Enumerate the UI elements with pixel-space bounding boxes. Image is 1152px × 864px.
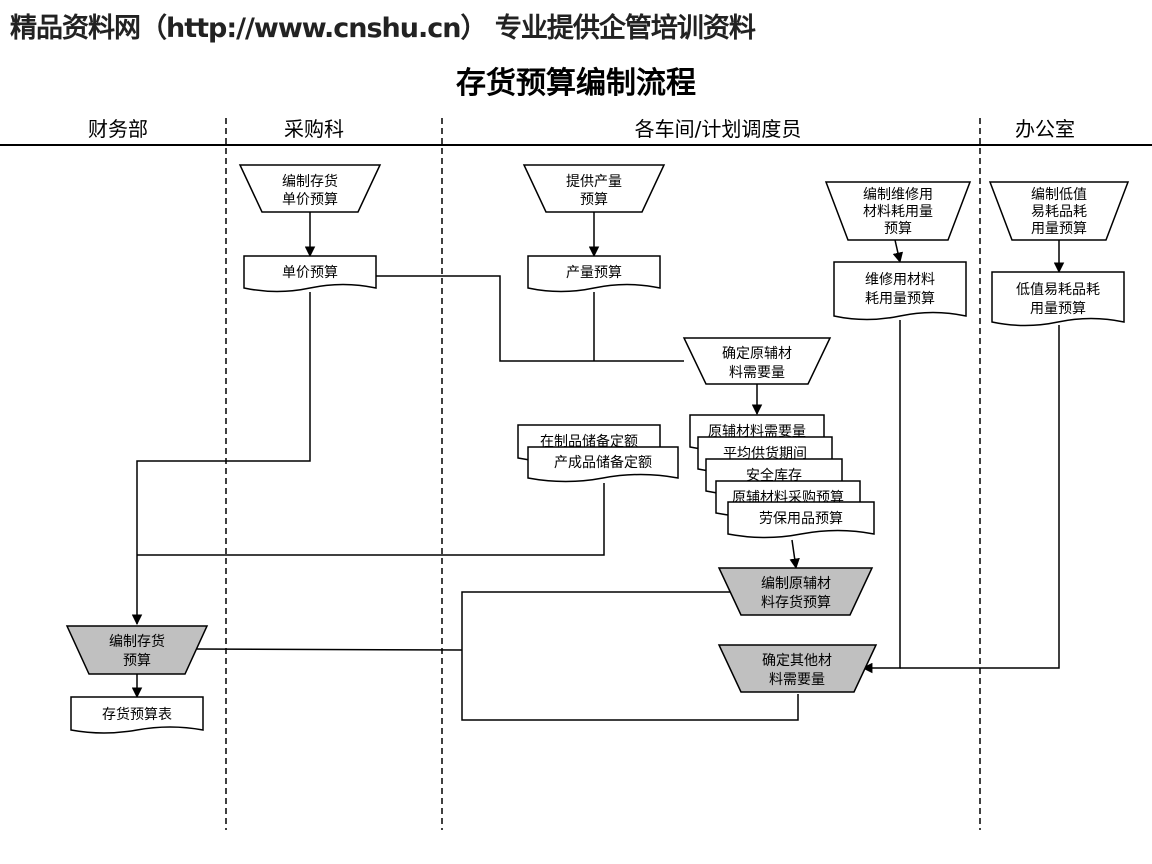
svg-text:原辅材料需要量: 原辅材料需要量 (708, 424, 806, 440)
svg-text:材料耗用量: 材料耗用量 (863, 204, 933, 220)
labor-protection-doc: 劳保用品预算 (727, 501, 875, 539)
svg-text:料存货预算: 料存货预算 (761, 594, 831, 611)
low-value-budget-doc: 低值易耗品耗 用量预算 (991, 271, 1125, 327)
lane-workshops: 各车间/计划调度员 (635, 117, 802, 141)
finished-goods-quota-doc: 产成品储备定额 (527, 446, 679, 483)
output-budget-doc: 产量预算 (527, 255, 661, 293)
compile-low-value-node: 编制低值 易耗品耗 用量预算 (988, 181, 1130, 241)
svg-text:编制原辅材: 编制原辅材 (761, 576, 831, 592)
lane-office: 办公室 (1015, 117, 1075, 141)
diagram-title: 存货预算编制流程 (456, 66, 696, 101)
svg-text:编制低值: 编制低值 (1031, 187, 1087, 203)
svg-text:易耗品耗: 易耗品耗 (1031, 204, 1087, 220)
svg-text:产量预算: 产量预算 (566, 265, 622, 281)
svg-text:预算: 预算 (123, 653, 151, 669)
svg-text:预算: 预算 (884, 221, 912, 237)
connectors (131, 212, 1065, 721)
svg-text:编制存货: 编制存货 (282, 173, 338, 190)
svg-text:耗用量预算: 耗用量预算 (865, 291, 935, 307)
svg-text:用量预算: 用量预算 (1031, 221, 1087, 237)
unit-price-budget-doc: 单价预算 (243, 255, 377, 293)
provide-output-node: 提供产量 预算 (522, 164, 666, 213)
svg-text:存货预算表: 存货预算表 (102, 706, 172, 723)
site-banner: 精品资料网（http://www.cnshu.cn） 专业提供企管培训资料 (10, 13, 756, 44)
svg-text:用量预算: 用量预算 (1030, 301, 1086, 317)
compile-unit-price-node: 编制存货 单价预算 (238, 164, 382, 213)
svg-text:确定其他材: 确定其他材 (762, 653, 832, 669)
lane-finance: 财务部 (88, 117, 148, 141)
svg-text:单价预算: 单价预算 (282, 265, 338, 281)
maintenance-budget-doc: 维修用材料 耗用量预算 (833, 261, 967, 321)
svg-text:低值易耗品耗: 低值易耗品耗 (1016, 282, 1100, 298)
compile-inventory-budget-node: 编制存货 预算 (65, 625, 209, 675)
compile-raw-inventory-node: 编制原辅材 料存货预算 (717, 567, 874, 616)
svg-text:平均供货期间: 平均供货期间 (723, 445, 807, 462)
lane-purchasing: 采购科 (284, 117, 344, 141)
svg-text:料需要量: 料需要量 (729, 365, 785, 381)
svg-text:在制品储备定额: 在制品储备定额 (540, 433, 638, 450)
inventory-budget-table-doc: 存货预算表 (70, 696, 204, 734)
svg-text:编制存货: 编制存货 (109, 633, 165, 650)
compile-maintenance-node: 编制维修用 材料耗用量 预算 (824, 181, 972, 241)
svg-text:单价预算: 单价预算 (282, 192, 338, 208)
svg-text:劳保用品预算: 劳保用品预算 (759, 511, 843, 527)
svg-text:安全库存: 安全库存 (746, 467, 802, 484)
svg-text:预算: 预算 (580, 192, 608, 208)
svg-text:料需要量: 料需要量 (769, 672, 825, 688)
svg-text:产成品储备定额: 产成品储备定额 (554, 454, 652, 471)
svg-text:确定原辅材: 确定原辅材 (722, 346, 792, 362)
svg-text:提供产量: 提供产量 (566, 174, 622, 190)
svg-text:编制维修用: 编制维修用 (863, 187, 933, 203)
determine-raw-material-node: 确定原辅材 料需要量 (682, 337, 832, 385)
requirements-doc-stack: 原辅材料需要量 平均供货期间 安全库存 原辅材料采购预算 劳保用品预算 (689, 414, 875, 539)
svg-text:维修用材料: 维修用材料 (865, 272, 935, 288)
determine-other-material-node: 确定其他材 料需要量 (717, 644, 878, 693)
